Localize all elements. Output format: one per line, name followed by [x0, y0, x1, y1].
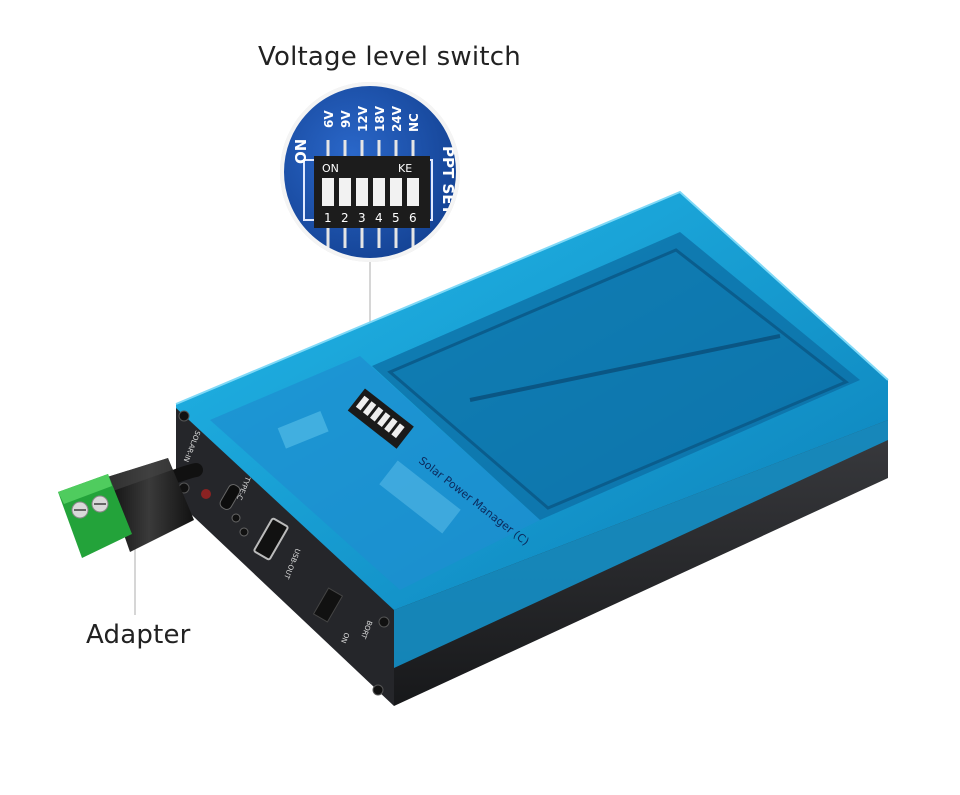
switch-number: 4 [375, 211, 383, 225]
switch-number: 6 [409, 211, 417, 225]
switch-voltage-18v: 18V [373, 105, 387, 132]
device-front-face [176, 404, 394, 706]
switch-on-label: ON [292, 139, 310, 164]
screw [372, 684, 384, 696]
adapter-caption: Adapter [86, 620, 191, 650]
dip-switch-sliders [322, 178, 419, 206]
switch-header-on: ON [322, 162, 339, 175]
power-indicator [201, 489, 211, 499]
switch-header-ke: KE [398, 162, 412, 175]
battery-holder [372, 232, 860, 520]
switch-side-label: PPT SET [439, 146, 457, 215]
switch-number: 1 [324, 211, 332, 225]
screw [378, 616, 390, 628]
switch-voltage-nc: NC [407, 113, 421, 132]
switch-voltage-9v: 9V [339, 110, 353, 128]
screw [178, 410, 190, 422]
voltage-switch-caption: Voltage level switch [258, 42, 521, 72]
dip-switch-on-board [347, 388, 414, 449]
usb-out-port[interactable] [253, 517, 289, 561]
power-slide-switch[interactable] [312, 587, 344, 623]
type-c-port[interactable] [218, 483, 241, 512]
voltage-switch-zoom: ON 6V 9V 12V 18V 24V NC ON KE 1 2 3 4 5 … [280, 82, 460, 262]
switch-number: 5 [392, 211, 400, 225]
switch-number: 3 [358, 211, 366, 225]
switch-voltage-12v: 12V [356, 105, 370, 132]
switch-number: 2 [341, 211, 349, 225]
pcb-board [210, 356, 540, 590]
dc-adapter [58, 458, 194, 558]
switch-voltage-24v: 24V [390, 105, 404, 132]
switch-voltage-6v: 6V [322, 110, 336, 128]
on-label: ON [339, 631, 350, 644]
